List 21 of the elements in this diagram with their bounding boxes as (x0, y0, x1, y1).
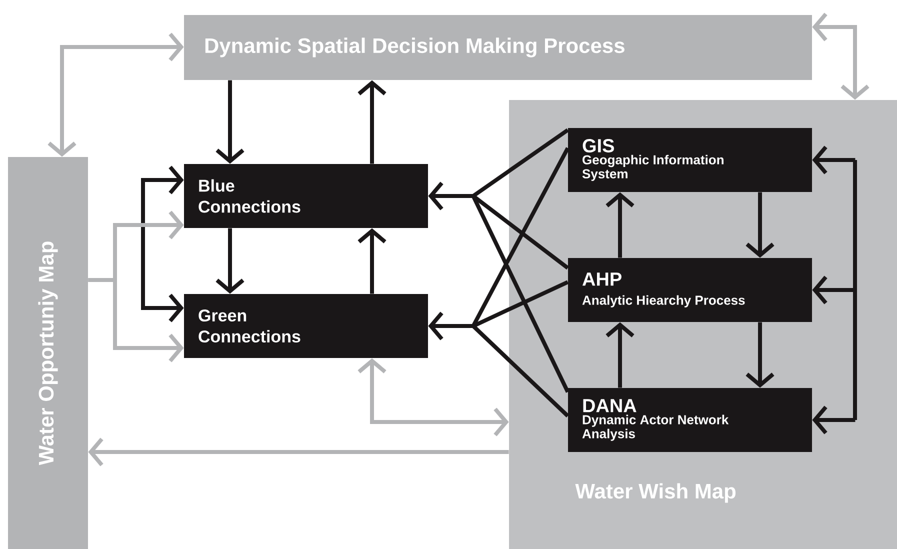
arrow (141, 166, 184, 322)
arrow (216, 228, 244, 294)
method-box: GIS Geogaphic Information System (568, 128, 812, 192)
arrow (358, 358, 509, 436)
arrow (606, 192, 634, 258)
arrow (812, 12, 870, 100)
map-bar: Water Opportuniy Map (8, 157, 88, 549)
arrow (606, 322, 634, 388)
arrow (746, 322, 774, 388)
process-box: Blue Connections (184, 164, 428, 228)
arrow (358, 80, 386, 164)
arrow (216, 80, 244, 164)
method-box: AHP Analytic Hiearchy Process (568, 258, 812, 322)
arrow (746, 192, 774, 258)
process-banner: Dynamic Spatial Decision Making Process (184, 15, 812, 80)
arrow (88, 438, 509, 466)
arrow (48, 32, 184, 157)
process-box: Green Connections (184, 294, 428, 358)
method-box: DANA Dynamic Actor Network Analysis (568, 388, 812, 452)
arrow (358, 228, 386, 294)
arrow (88, 278, 184, 362)
